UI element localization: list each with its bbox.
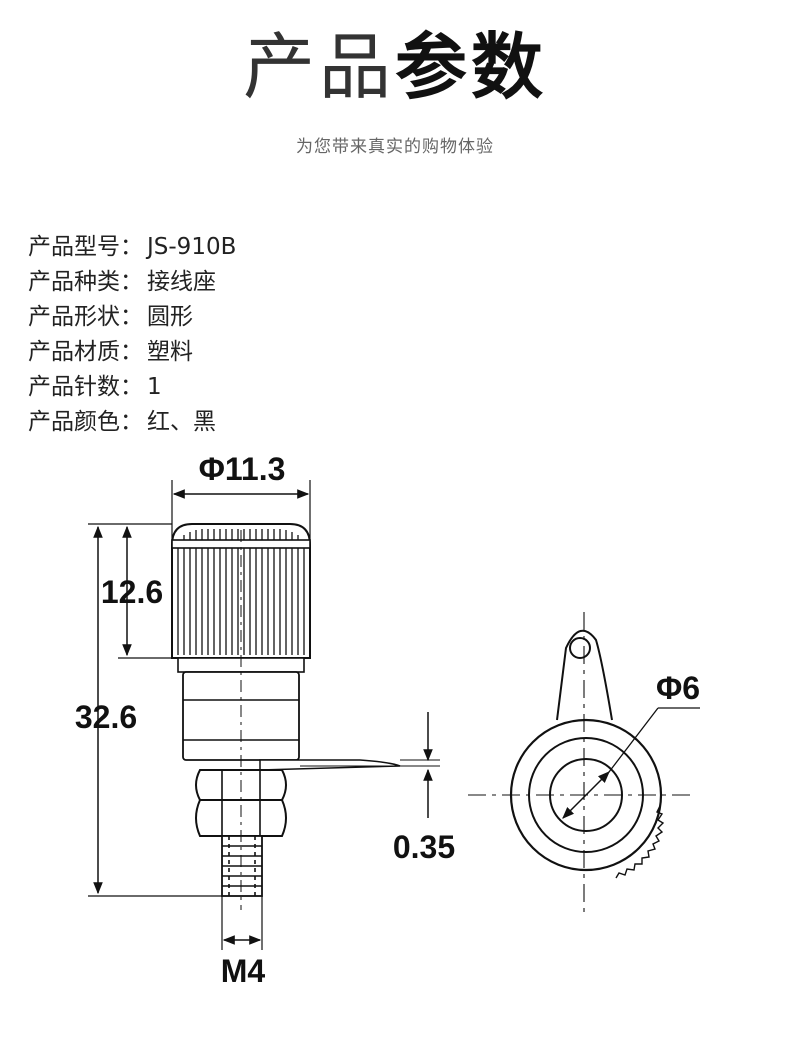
spec-separator: ： <box>120 269 143 295</box>
hole-diameter-label: Φ6 <box>656 670 700 706</box>
spec-separator: ： <box>120 304 143 330</box>
lug-hole <box>569 637 591 659</box>
spec-separator: ： <box>120 339 143 365</box>
hole-diameter-dim-line <box>562 771 610 819</box>
spec-separator: ： <box>120 234 143 260</box>
spec-list: 产品型号：JS-910B 产品种类：接线座 产品形状：圆形 产品材质：塑料 产品… <box>28 230 236 440</box>
spec-separator: ： <box>120 374 143 400</box>
spec-label: 产品材质 <box>28 339 120 365</box>
spec-row-color: 产品颜色：红、黑 <box>28 405 236 440</box>
spec-label: 产品针数 <box>28 374 120 400</box>
solder-lug <box>259 759 401 771</box>
title-part-1: 产品 <box>242 25 395 109</box>
lug-thickness-label: 0.35 <box>393 829 455 865</box>
knurled-edge <box>615 805 665 879</box>
spec-value: 红、黑 <box>147 409 216 435</box>
spec-row-material: 产品材质：塑料 <box>28 335 236 370</box>
top-view <box>468 612 700 915</box>
cap-diameter-label: Φ11.3 <box>199 451 286 487</box>
spec-row-shape: 产品形状：圆形 <box>28 300 236 335</box>
spec-separator: ： <box>120 409 143 435</box>
total-height-label: 32.6 <box>75 699 137 735</box>
spec-label: 产品种类 <box>28 269 120 295</box>
spec-value: 塑料 <box>147 339 193 365</box>
side-view <box>88 480 440 950</box>
thread-label: M4 <box>221 953 266 989</box>
title-part-2: 参数 <box>395 25 548 109</box>
spec-value: 接线座 <box>147 269 216 295</box>
hex-nut <box>195 769 287 837</box>
spec-row-model: 产品型号：JS-910B <box>28 230 236 265</box>
spec-row-pins: 产品针数：1 <box>28 370 236 405</box>
spec-label: 产品型号 <box>28 234 120 260</box>
spec-row-type: 产品种类：接线座 <box>28 265 236 300</box>
spec-value: JS-910B <box>147 234 237 260</box>
technical-drawing: Φ11.3 12.6 32.6 0.35 M4 Φ6 <box>75 451 700 989</box>
spec-value: 1 <box>147 374 162 400</box>
spec-value: 圆形 <box>147 304 193 330</box>
spec-label: 产品形状 <box>28 304 120 330</box>
threaded-stud <box>221 835 263 897</box>
page-subtitle: 为您带来真实的购物体验 <box>296 137 494 157</box>
spec-label: 产品颜色 <box>28 409 120 435</box>
cap-height-label: 12.6 <box>101 574 163 610</box>
page-title: 产品参数 <box>0 22 790 112</box>
